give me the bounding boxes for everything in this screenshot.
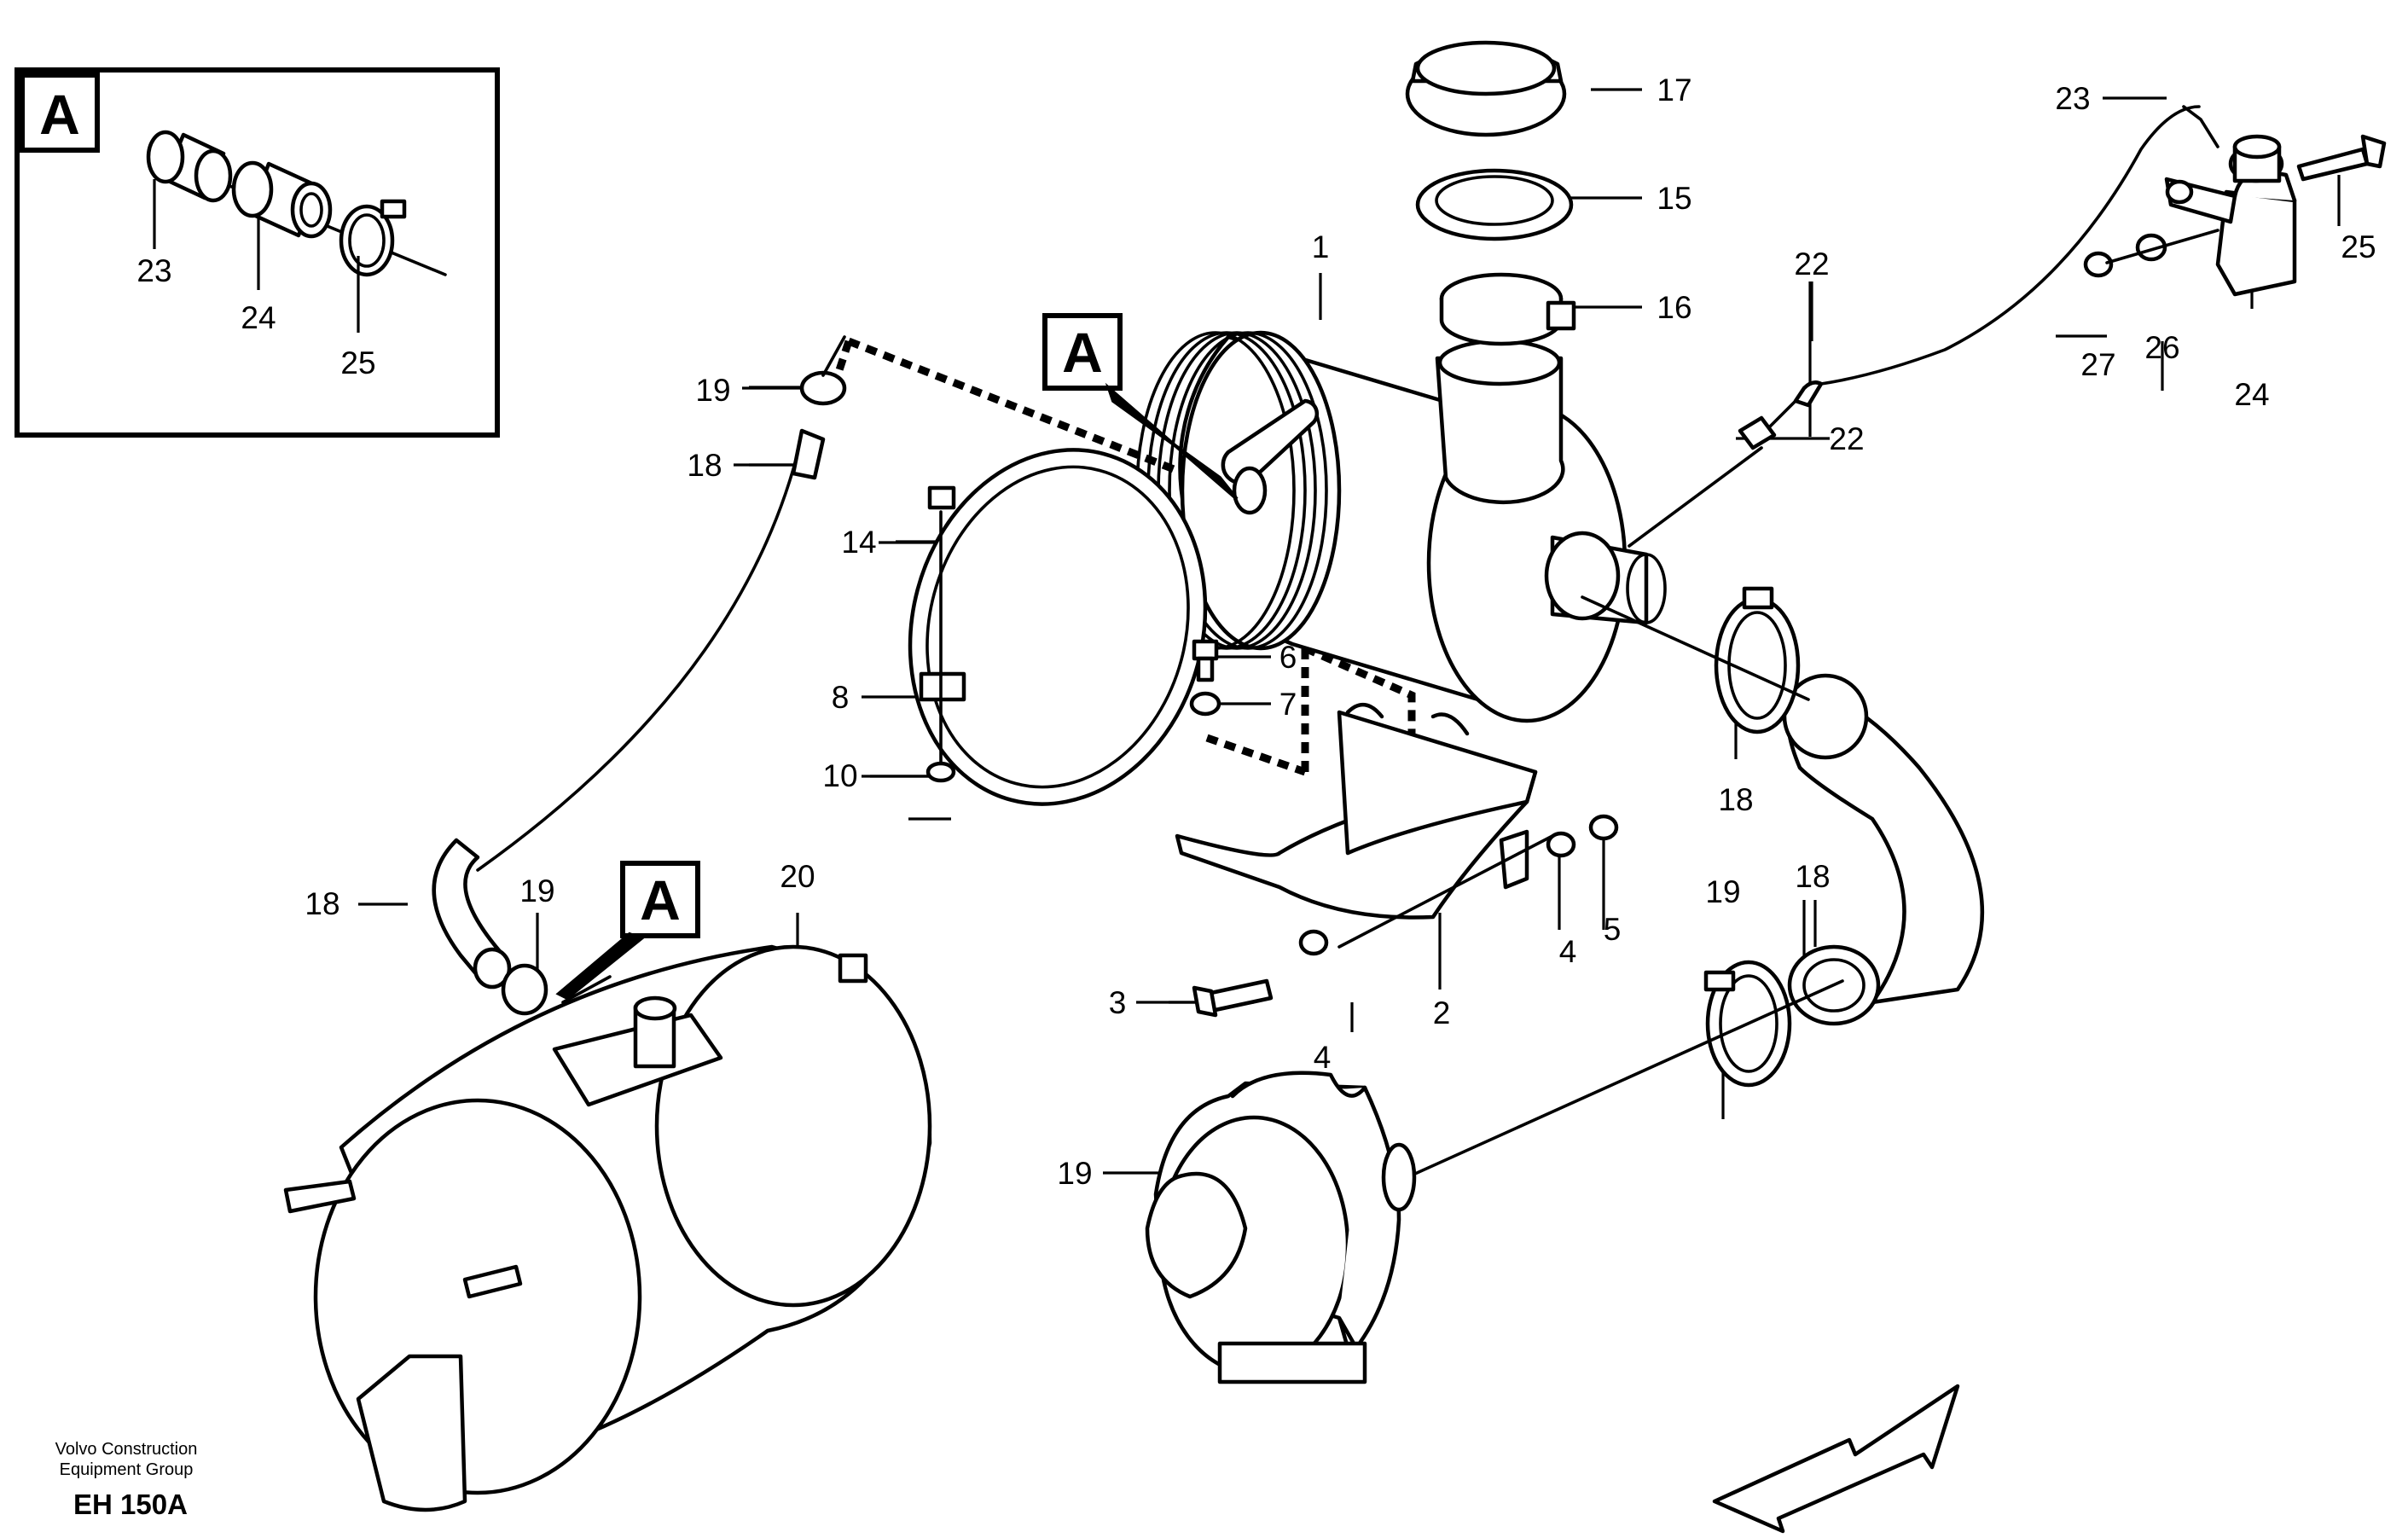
- part-13-cap: [1405, 40, 1567, 137]
- part-12-clamp: [1439, 272, 1576, 346]
- label-27: 23: [136, 253, 171, 288]
- label-20: 20: [780, 859, 815, 894]
- label-9: 14: [841, 525, 876, 560]
- part-labels: 23 24 25 1 17 15 16 22 22 23 24 25 26 27…: [136, 73, 2376, 1191]
- part-20-precleaner: [283, 944, 932, 1512]
- callout-a-lower: A: [555, 861, 700, 1001]
- label-3: 3: [1109, 985, 1127, 1020]
- label-18-lower: 18: [305, 886, 339, 921]
- part-17-turbocharger: [1145, 1071, 1417, 1384]
- washer-4-lower: [1298, 929, 1329, 956]
- part-15-hose-clamp: [1714, 586, 1801, 734]
- callout-letter-lower: A: [640, 868, 681, 932]
- label-22-top: 23: [2055, 81, 2090, 116]
- label-25: 26: [2144, 330, 2179, 365]
- part-29-hose-clamp: [339, 199, 407, 277]
- label-19-upper: 19: [695, 373, 730, 408]
- label-13: 17: [1657, 73, 1691, 107]
- label-29: 25: [340, 345, 375, 380]
- inset-callout-letter: A: [39, 83, 80, 146]
- part-26-nut: [2083, 251, 2114, 278]
- part-1-air-cleaner: [1135, 330, 1667, 723]
- label-19-lower: 19: [519, 873, 554, 908]
- washer-7: [1189, 691, 1221, 717]
- label-2: 2: [1433, 995, 1451, 1030]
- label-14: 18: [1795, 859, 1830, 894]
- label-17: 19: [1057, 1156, 1092, 1191]
- label-12: 16: [1657, 290, 1691, 325]
- part-28-sleeve: [231, 160, 333, 239]
- part-19-clamp-upper: [799, 370, 847, 406]
- washer-4-upper: [1546, 831, 1576, 858]
- label-16: 19: [1705, 874, 1740, 909]
- footer-block: Volvo Construction Equipment Group EH 15…: [55, 1440, 198, 1520]
- nut-5: [1588, 814, 1619, 841]
- callout-letter-upper: A: [1062, 321, 1103, 384]
- label-11: 15: [1657, 181, 1691, 216]
- label-7: 7: [1279, 687, 1297, 722]
- direction-arrow-icon: [1712, 1384, 1960, 1534]
- footer-company-line1: Volvo Construction: [55, 1440, 198, 1459]
- label-6: 6: [1279, 640, 1297, 675]
- label-1: 1: [1312, 229, 1330, 264]
- label-23: 24: [2234, 377, 2269, 412]
- part-2-bracket: [1175, 703, 1538, 920]
- label-15: 18: [1718, 782, 1753, 817]
- callout-a-upper: A: [1042, 313, 1239, 501]
- label-22-middle: 22: [1794, 247, 1829, 281]
- label-24: 25: [2341, 229, 2376, 264]
- detail-a-inset: A: [15, 67, 500, 438]
- footer-company-line2: Equipment Group: [60, 1460, 194, 1479]
- label-28: 24: [241, 300, 276, 335]
- part-23-pressure-switch: [2164, 134, 2297, 297]
- label-5: 5: [1604, 912, 1622, 947]
- part-21-fitting: [1738, 415, 1777, 450]
- part-18-hose-upper: [476, 428, 826, 872]
- part-8-strap-clamp: [908, 448, 1208, 806]
- part-14-hose: [1782, 673, 1985, 1026]
- part-19-clamp-lower: [501, 963, 548, 1016]
- part-27-sleeve: [146, 130, 233, 203]
- label-8: 8: [832, 680, 850, 715]
- label-4-right: 4: [1559, 934, 1577, 969]
- footer-drawing-code: EH 150A: [73, 1489, 188, 1520]
- part-24-bolt: [2296, 134, 2387, 182]
- part-18-hose-lower: [432, 838, 512, 990]
- label-10: 10: [822, 758, 857, 793]
- bolt-6: [1192, 639, 1219, 682]
- label-21: 22: [1829, 421, 1864, 456]
- label-18-upper: 18: [687, 448, 722, 483]
- label-4-left: 4: [1314, 1040, 1332, 1075]
- label-26: 27: [2080, 347, 2115, 382]
- bolt-3: [1192, 978, 1274, 1018]
- part-11-ring: [1415, 168, 1574, 241]
